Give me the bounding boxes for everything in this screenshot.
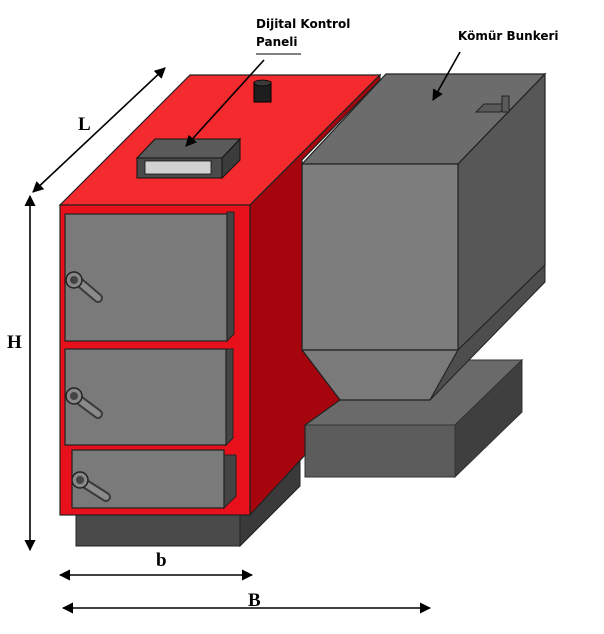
bunker-lid-handle-post xyxy=(501,95,510,113)
dimension-length: L xyxy=(32,67,166,193)
coal-bunker xyxy=(300,72,547,401)
dimension-front-width: b xyxy=(58,550,254,581)
flue-cap-top xyxy=(253,79,272,87)
bunker-base-front xyxy=(304,424,456,478)
middle-door-edge xyxy=(225,348,234,447)
lower-door-handle xyxy=(71,471,111,502)
upper-door-handle xyxy=(65,271,103,303)
lower-door xyxy=(71,449,237,510)
upper-door xyxy=(64,211,235,343)
upper-door-panel xyxy=(64,213,228,342)
lower-door-panel xyxy=(71,449,225,509)
upper-door-edge xyxy=(226,211,235,343)
coal-bunker-leader xyxy=(432,51,461,101)
coal-bunker-label: Kömür Bunkeri xyxy=(458,29,559,43)
dimension-front-width-label: b xyxy=(156,550,167,571)
control-panel-callout: Dijital Kontrol Paneli xyxy=(185,17,350,147)
middle-door xyxy=(64,348,234,447)
dimension-length-arrow xyxy=(32,67,166,193)
dimension-height-label: H xyxy=(7,332,22,353)
dimension-total-width: B xyxy=(61,590,432,614)
boiler-side xyxy=(249,73,381,517)
middle-door-panel xyxy=(64,348,227,446)
dimension-height: H xyxy=(7,194,36,552)
control-panel-leader xyxy=(185,59,265,147)
control-panel-label-line2: Paneli xyxy=(256,35,297,49)
middle-door-handle xyxy=(65,387,103,419)
panel-display xyxy=(144,160,212,175)
control-panel-label-line1: Dijital Kontrol xyxy=(256,17,350,31)
digital-control-panel xyxy=(135,137,242,180)
boiler-base-front xyxy=(75,514,241,547)
boiler-base xyxy=(75,453,301,548)
dimension-length-label: L xyxy=(78,114,91,135)
dimension-total-width-label: B xyxy=(248,590,261,611)
bunker-hopper-side xyxy=(429,263,546,401)
bunker-front xyxy=(301,163,459,351)
coal-bunker-callout: Kömür Bunkeri xyxy=(432,29,559,101)
